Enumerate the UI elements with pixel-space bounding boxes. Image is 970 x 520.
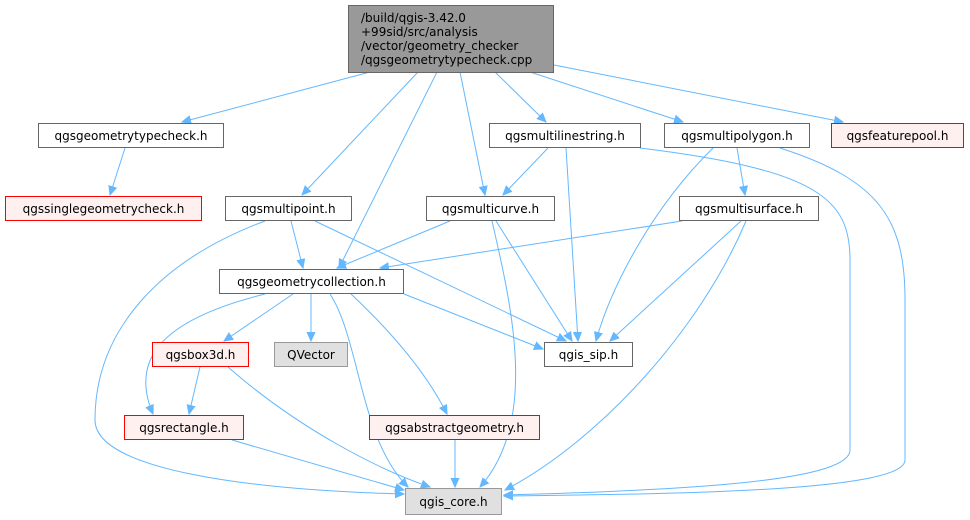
root-line-3: /vector/geometry_checker [361,39,519,53]
edge-multipolygon-to-core [504,147,906,496]
edge-root-to-geomcollection [339,71,438,268]
edge-multicurve-to-geomcollection [337,220,451,268]
node-qgsbox3d-h[interactable]: qgsbox3d.h [152,342,249,367]
node-qgsgeometrycollection-h[interactable]: qgsgeometrycollection.h [219,269,404,294]
edge-box3d-to-rectangle [189,366,201,414]
node-qvector[interactable]: QVector [274,342,348,367]
node-qgssinglegeometrycheck-h[interactable]: qgssinglegeometrycheck.h [5,196,202,221]
node-qgsgeometrytypecheck-h[interactable]: qgsgeometrytypecheck.h [38,123,224,148]
edge-rectangle-to-core [231,439,404,490]
node-qgsmulticurve-h[interactable]: qgsmulticurve.h [426,196,555,221]
root-line-1: /build/qgis-3.42.0 [361,11,466,25]
edge-multicurve-to-core [480,220,517,487]
edge-geomcollection-to-core [329,293,408,487]
node-qgsfeaturepool-h[interactable]: qgsfeaturepool.h [831,123,964,148]
edge-typecheck-to-singlegeom [110,147,126,195]
edge-geomcollection-to-abstractgeom [350,293,447,414]
root-line-4: /qgsgeometrytypecheck.cpp [361,53,533,67]
node-root-qgsgeometrytypecheck-cpp: /build/qgis-3.42.0 +99sid/src/analysis /… [348,5,554,73]
node-qgsmultilinestring-h[interactable]: qgsmultilinestring.h [489,123,641,148]
node-qgis-core-h[interactable]: qgis_core.h [405,488,502,515]
edge-multisurface-to-sip [610,220,742,341]
edge-root-to-multilinestring [494,71,546,122]
edge-multipoint-to-sip [314,220,566,341]
edge-root-to-multipolygon [529,71,683,122]
edge-box3d-to-core [227,366,430,487]
node-qgsmultisurface-h[interactable]: qgsmultisurface.h [679,196,819,221]
edge-multipolygon-to-multisurface [736,147,745,195]
edge-multipoint-to-geomcollection [290,220,303,268]
edge-geomcollection-to-box3d [224,293,294,341]
edge-multipolygon-to-sip [596,147,714,341]
edge-multilinestring-to-sip [565,147,578,341]
root-line-2: +99sid/src/analysis [361,25,478,39]
edge-multilinestring-to-multicurve [503,147,549,195]
edge-root-to-multicurve [459,71,485,195]
edges [94,64,906,496]
node-qgsmultipoint-h[interactable]: qgsmultipoint.h [225,196,352,221]
node-qgsrectangle-h[interactable]: qgsrectangle.h [124,415,244,440]
edge-multisurface-to-core [505,220,747,490]
edge-multisurface-to-geomcollection [380,220,683,268]
edge-multipoint-to-core [94,220,404,494]
edge-root-to-featurepool [553,64,843,122]
edge-multicurve-to-sip [495,220,572,341]
node-qgsmultipolygon-h[interactable]: qgsmultipolygon.h [664,123,810,148]
node-qgsabstractgeometry-h[interactable]: qgsabstractgeometry.h [369,415,540,440]
edge-geomcollection-to-sip [403,293,543,349]
node-qgis-sip-h[interactable]: qgis_sip.h [544,342,633,367]
edge-root-to-multipoint [302,71,419,195]
edge-root-to-typecheck [182,71,371,122]
edge-multilinestring-to-core [504,147,851,495]
